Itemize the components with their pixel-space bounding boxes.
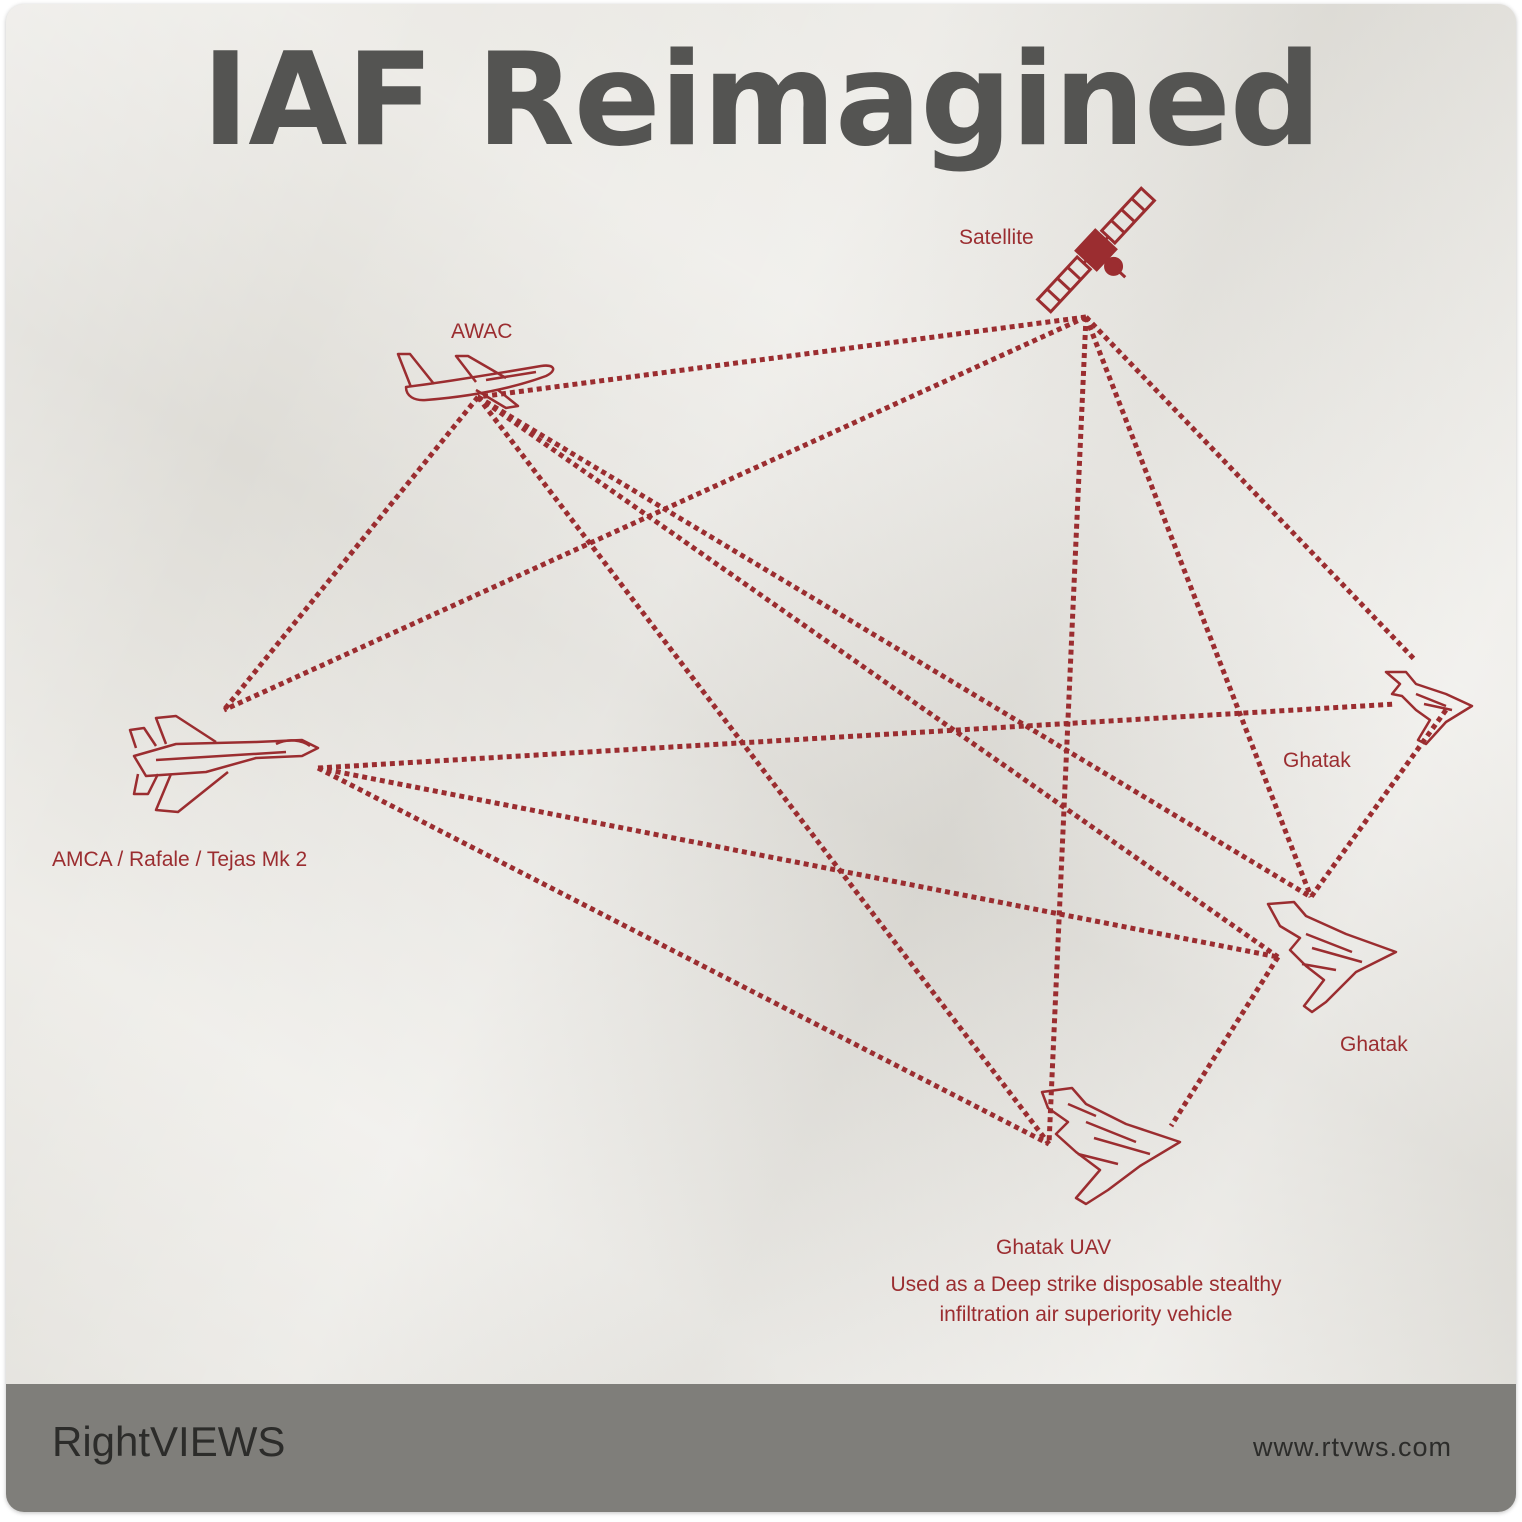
ghatak-mid-label: Ghatak: [1340, 1033, 1408, 1056]
ghatak-uav-drone-icon: [1040, 1086, 1182, 1206]
awac-plane-icon: [396, 352, 555, 410]
ghatak-top-label: Ghatak: [1283, 749, 1351, 772]
link-satellite-awac: [477, 314, 1087, 400]
fighter-label: AMCA / Rafale / Tejas Mk 2: [52, 848, 308, 871]
fighter-jet-icon: [128, 714, 320, 814]
infographic-card: IAF Reimagined: [6, 4, 1516, 1512]
link-awac-ghatak-uav: [476, 395, 1051, 1146]
paper-texture: [6, 4, 1516, 1512]
brand-logo-text: RightVIEWS: [52, 1418, 286, 1465]
link-fighter-ghatak-uav: [316, 765, 1051, 1147]
link-satellite-ghatak-uav: [1046, 316, 1089, 1145]
link-ghatak-mid-ghatak-uav: [1168, 955, 1281, 1128]
link-satellite-ghatak-top: [1084, 315, 1418, 663]
network-diagram: [128, 186, 1474, 1206]
ghatak-mid-drone-icon: [1266, 900, 1398, 1014]
link-satellite-ghatak-mid: [1083, 316, 1314, 898]
satellite-label: Satellite: [959, 226, 1034, 249]
link-ghatak-top-ghatak-mid: [1308, 708, 1449, 899]
footer-bar: RightVIEWS www.rtvws.com: [6, 1384, 1516, 1512]
website-url: www.rtvws.com: [1252, 1432, 1452, 1462]
link-awac-fighter-top: [222, 395, 480, 712]
ghatak-top-drone-icon: [1384, 670, 1474, 746]
link-satellite-fighter-top: [222, 314, 1088, 713]
ghatak-uav-description: Used as a Deep strike disposable stealth…: [836, 1270, 1336, 1330]
link-awac-ghatak-mid-b: [476, 394, 1280, 960]
page-title: IAF Reimagined: [201, 26, 1322, 175]
ghatak-uav-description-line-1: Used as a Deep strike disposable stealth…: [890, 1273, 1282, 1296]
ghatak-uav-description-line-2: infiltration air superiority vehicle: [939, 1303, 1233, 1326]
awac-label: AWAC: [451, 320, 513, 343]
link-fighter-ghatak-top: [317, 701, 1397, 771]
link-fighter-ghatak-mid: [317, 765, 1279, 960]
link-lines: [222, 314, 1449, 1147]
satellite-icon: [1035, 186, 1157, 314]
ghatak-uav-label: Ghatak UAV: [996, 1236, 1112, 1259]
